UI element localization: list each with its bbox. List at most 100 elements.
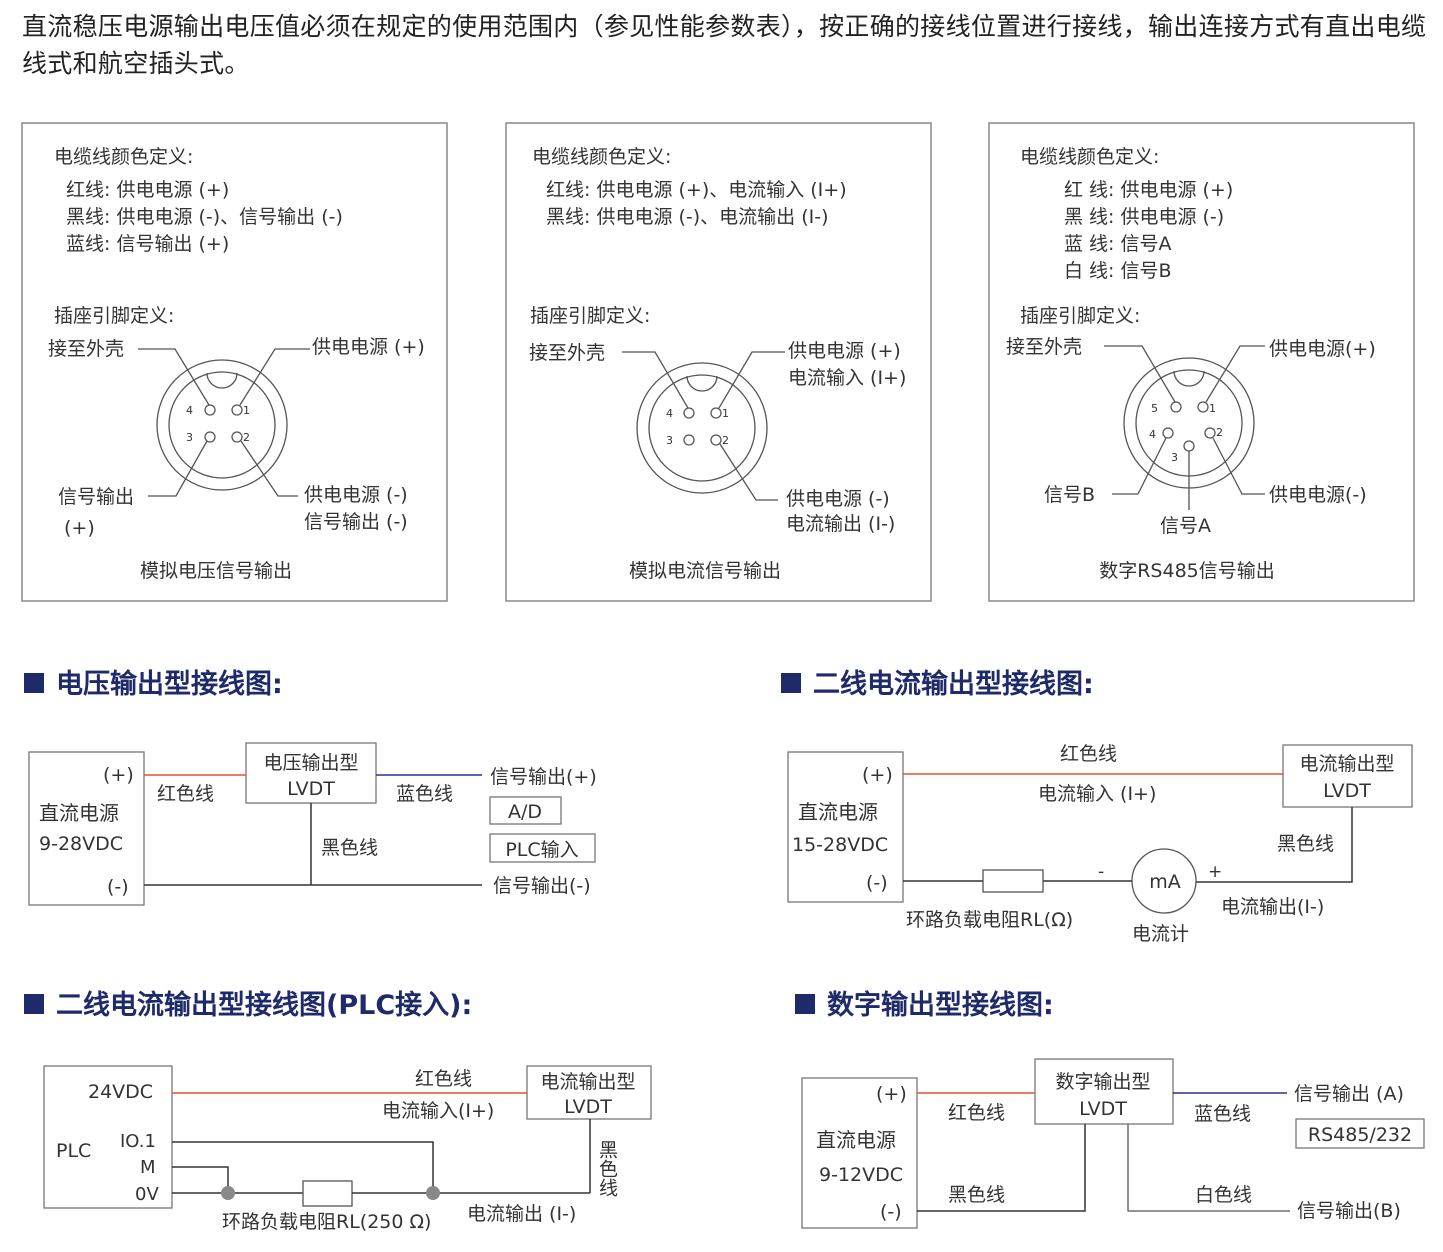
rs485-box [1295, 1118, 1425, 1149]
pin-label: 供电电源(+) [1269, 338, 1376, 360]
black-wire [917, 1124, 1086, 1212]
pin-title: 插座引脚定义: [54, 305, 174, 327]
section-digital-wiring: 数字输出型接线图: (+) 直流电源 9-12VDC (-) 数字输出型 LVD… [795, 989, 1425, 1229]
pin-label: 信号B [1044, 484, 1095, 506]
pin-label: (+) [64, 517, 95, 539]
leader-line [622, 351, 689, 409]
plc-input-box [489, 833, 596, 863]
resistor-icon [982, 869, 1044, 893]
plc-terminal: M [140, 1157, 156, 1178]
pin-label: 电流输入 (I+) [788, 367, 906, 389]
connector-4pin [622, 351, 785, 501]
cable-line: 蓝 线: 信号A [1064, 233, 1171, 255]
plc-box [43, 1065, 173, 1209]
pin-label: 供电电源 (-) [786, 488, 890, 510]
lvdt-label: LVDT [287, 778, 335, 800]
power-supply-box [787, 751, 904, 903]
pin-label: 供电电源 (+) [788, 340, 901, 362]
cable-line: 黑线: 供电电源 (-)、信号输出 (-) [66, 206, 343, 228]
section-current-wiring: 二线电流输出型接线图: (+) 直流电源 15-28VDC (-) 电流输出型 … [781, 668, 1413, 945]
leader-line [1205, 345, 1265, 403]
cable-line: 蓝线: 信号输出 (+) [66, 233, 229, 255]
pin-label: 供电电源(-) [1269, 484, 1367, 506]
polarity-minus: - [1098, 862, 1104, 882]
pin-number: 3 [186, 431, 193, 444]
pin-label: 信号输出 [58, 486, 134, 508]
section-voltage-wiring: 电压输出型接线图: (+) 直流电源 9-28VDC (-) 电压输出型 LVD… [24, 668, 597, 906]
section-plc-wiring: 二线电流输出型接线图(PLC接入): 24VDC PLC IO.1 M 0V 电… [24, 989, 652, 1233]
pin [683, 407, 695, 419]
wire-label: 黑色线 [948, 1184, 1005, 1206]
connector-5pin [1104, 345, 1265, 510]
signal-label: 信号输出(-) [493, 875, 591, 897]
lvdt-label: LVDT [564, 1096, 612, 1118]
source-name: 直流电源 [39, 801, 119, 825]
wire-label: 白色线 [1195, 1184, 1252, 1206]
source-minus: (-) [107, 876, 129, 898]
pin-number: 2 [722, 434, 729, 447]
wire-label: 蓝色线 [1194, 1103, 1251, 1125]
leader-line [239, 348, 310, 406]
cable-line: 红线: 供电电源 (+)、电流输入 (I+) [546, 179, 847, 201]
wire-label: 蓝色线 [396, 783, 453, 805]
cable-line: 黑 线: 供电电源 (-) [1064, 206, 1224, 228]
source-name: 直流电源 [798, 800, 878, 824]
current-out-label: 电流输出 (I-) [467, 1203, 576, 1225]
junction-dot [221, 1186, 235, 1200]
lvdt-label: 电流输出型 [1299, 753, 1394, 775]
connector-inner-ring [168, 371, 276, 479]
pin-number: 1 [243, 404, 250, 417]
heading-square-icon [795, 994, 815, 1014]
pin-number: 1 [722, 407, 729, 420]
cable-title: 电缆线颜色定义: [1020, 146, 1159, 168]
pin-label-shell: 接至外壳 [1006, 336, 1082, 358]
resistor-label: 环路负载电阻RL(Ω) [906, 909, 1073, 931]
pin-title: 插座引脚定义: [530, 305, 650, 327]
pin-label: 信号输出 (-) [304, 511, 408, 533]
pin-number: 4 [666, 407, 673, 420]
lvdt-box [1034, 1058, 1174, 1125]
source-range: 15-28VDC [792, 834, 888, 856]
signal-label: 信号输出 (A) [1294, 1083, 1404, 1105]
wire-label: 黑色线 [1277, 833, 1334, 855]
wire-label: 红色线 [415, 1068, 472, 1090]
lvdt-label: 电压输出型 [263, 752, 358, 774]
leader-line [148, 440, 208, 497]
leader-line [1104, 345, 1176, 403]
leader-line [1112, 437, 1167, 495]
plc-name: PLC [56, 1140, 91, 1162]
connector-outer-ring [636, 362, 768, 494]
connector-outer-ring [156, 359, 288, 491]
panel-caption: 模拟电压信号输出 [140, 560, 292, 582]
pin-label: 信号A [1160, 515, 1211, 537]
section-heading: 二线电流输出型接线图: [813, 668, 1094, 700]
cable-line: 黑线: 供电电源 (-)、电流输出 (I-) [546, 206, 829, 228]
wire-label: 电流输入(I+) [382, 1100, 494, 1122]
pin [231, 404, 243, 416]
pin [204, 431, 216, 443]
pin-number: 4 [1149, 428, 1156, 441]
rs485-label: RS485/232 [1308, 1124, 1412, 1146]
pin-number: 3 [1171, 451, 1178, 464]
section-heading: 电压输出型接线图: [56, 668, 283, 700]
current-out-label: 电流输出(I-) [1221, 896, 1324, 918]
panel-caption: 模拟电流信号输出 [629, 560, 781, 582]
wire-label: 红色线 [157, 783, 214, 805]
plc-terminal: 0V [135, 1184, 159, 1205]
pin-label-shell: 接至外壳 [529, 342, 605, 364]
panel-analog-current: 电缆线颜色定义: 红线: 供电电源 (+)、电流输入 (I+) 黑线: 供电电源… [505, 122, 932, 602]
polarity-plus: + [1208, 862, 1222, 882]
section-heading: 数字输出型接线图: [827, 989, 1054, 1021]
source-range: 9-28VDC [39, 833, 123, 855]
signal-label: 信号输出(B) [1297, 1200, 1401, 1222]
lvdt-label: LVDT [1079, 1098, 1127, 1120]
plc-vdc: 24VDC [88, 1081, 153, 1103]
black-wire [1196, 807, 1353, 883]
lvdt-label: 数字输出型 [1055, 1071, 1150, 1093]
pin-number: 2 [243, 431, 250, 444]
ad-label: A/D [508, 801, 542, 823]
heading-square-icon [24, 673, 44, 693]
pin [1183, 440, 1195, 452]
source-plus: (+) [862, 764, 893, 786]
cable-line: 红 线: 供电电源 (+) [1064, 179, 1233, 201]
